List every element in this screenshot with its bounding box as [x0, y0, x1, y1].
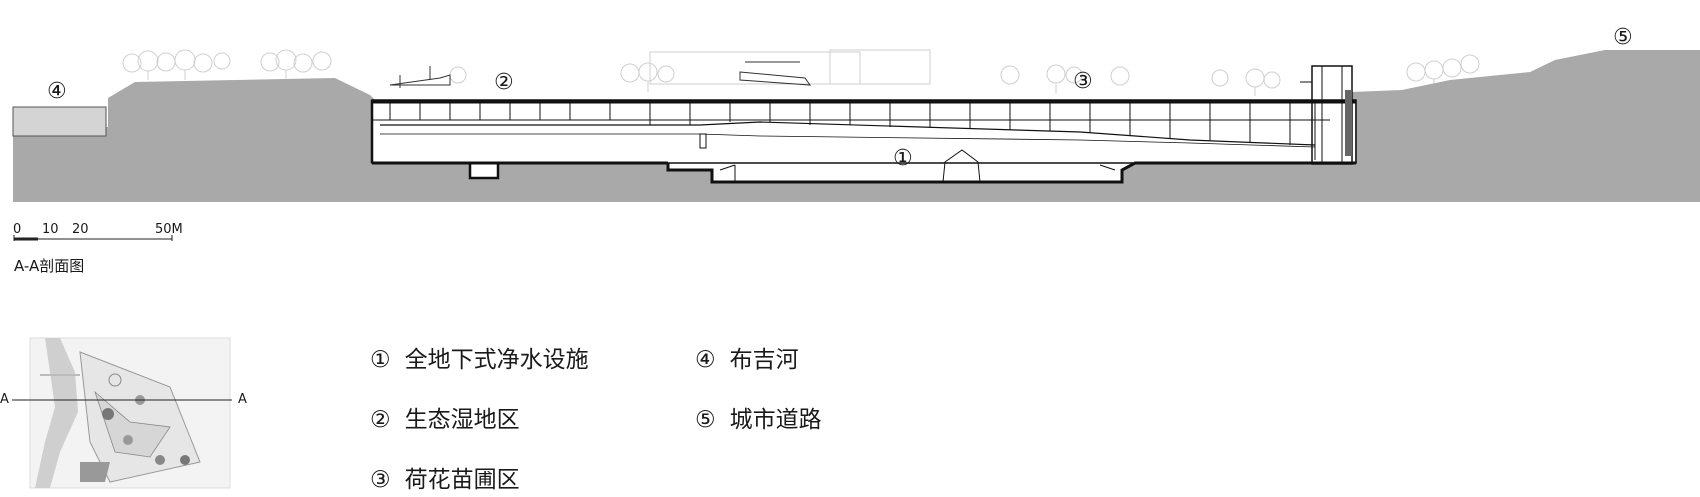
section-drawing — [12, 49, 1700, 202]
river-wall — [12, 106, 107, 137]
legend-text: 城市道路 — [729, 407, 822, 433]
legend-item-1: ① 全地下式净水设施 — [370, 340, 589, 374]
legend-item-2: ② 生态湿地区 — [370, 400, 520, 434]
legend-num: ① — [370, 347, 391, 373]
key-plan — [12, 337, 232, 489]
callout-5: ⑤ — [1613, 25, 1633, 50]
legend-num: ② — [370, 407, 391, 433]
legend-text: 布吉河 — [729, 347, 799, 373]
callout-4: ④ — [47, 79, 67, 104]
legend-item-5: ⑤ 城市道路 — [695, 400, 822, 434]
vertical-shaft — [1300, 65, 1353, 165]
ground-section — [13, 50, 1700, 202]
scale-bar — [13, 235, 173, 241]
callout-2: ② — [494, 70, 514, 95]
legend-text: 全地下式净水设施 — [404, 347, 589, 373]
legend-num: ④ — [695, 347, 716, 373]
tree-trunks — [147, 70, 1435, 96]
legend-num: ③ — [370, 467, 391, 493]
surface-pavilions — [389, 61, 812, 88]
callout-1: ① — [893, 146, 913, 171]
legend-item-4: ④ 布吉河 — [695, 340, 799, 374]
scale-label-0: 0 — [13, 222, 22, 237]
section-title: A-A剖面图 — [14, 257, 85, 275]
scale-label-50m: 50M — [155, 222, 183, 237]
cut-label-left: A — [0, 392, 9, 407]
legend-num: ⑤ — [695, 407, 716, 433]
legend-text: 荷花苗圃区 — [404, 467, 520, 493]
scale-label-20: 20 — [72, 222, 89, 237]
callout-3: ③ — [1073, 69, 1093, 94]
legend-item-3: ③ 荷花苗圃区 — [370, 460, 520, 494]
legend-text: 生态湿地区 — [404, 407, 520, 433]
underground-structure — [370, 99, 1357, 184]
scale-label-10: 10 — [42, 222, 59, 237]
cut-label-right: A — [238, 392, 247, 407]
